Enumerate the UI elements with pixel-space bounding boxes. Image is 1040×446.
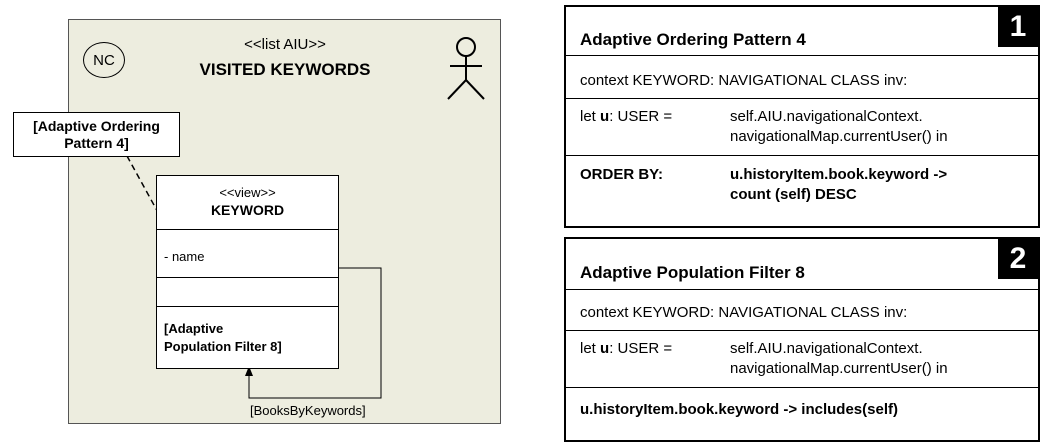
nc-badge: NC [83,42,125,78]
callout-line-1: [Adaptive Ordering [33,117,160,134]
actor-icon [447,37,485,100]
ordering-pattern-panel: Adaptive Ordering Pattern 4 1 context KE… [564,5,1040,228]
context-line: context KEYWORD: NAVIGATIONAL CLASS inv: [580,72,908,89]
population-filter-panel: Adaptive Population Filter 8 2 context K… [564,237,1040,442]
view-name: KEYWORD [210,202,285,218]
order-expression-line-2: count (self) DESC [730,186,857,203]
panel-number-badge: 1 [998,7,1038,47]
panel-header [566,239,1038,290]
aiu-name: VISITED KEYWORDS [199,60,371,79]
divider [566,330,1038,331]
let-label: let u: USER = [580,340,673,357]
books-by-keywords-link [248,267,382,399]
nc-label: NC [93,51,115,69]
let-expression-line-1: self.AIU.navigationalContext. [730,108,923,125]
order-expression-line-1: u.historyItem.book.keyword -> [730,166,948,183]
panel-header [566,7,1038,56]
filter-ref-line-2: Population Filter 8] [164,339,282,354]
panel-number-badge: 2 [998,239,1038,279]
arrowhead-icon [245,366,253,376]
let-expression-line-1: self.AIU.navigationalContext. [730,340,923,357]
context-line: context KEYWORD: NAVIGATIONAL CLASS inv: [580,304,908,321]
filter-expression: u.historyItem.book.keyword -> includes(s… [580,401,898,418]
attribute-name: - name [164,249,205,264]
population-filter-ref: [Adaptive Population Filter 8] [164,320,282,356]
divider [566,387,1038,388]
divider [157,306,338,307]
let-label: let u: USER = [580,108,673,125]
panel-title: Adaptive Population Filter 8 [580,263,805,282]
aiu-stereotype: <<list AIU>> [244,36,326,53]
order-by-label: ORDER BY: [580,166,664,183]
divider [566,98,1038,99]
ordering-pattern-callout: [Adaptive Ordering Pattern 4] [13,112,180,157]
panel-title: Adaptive Ordering Pattern 4 [580,30,806,49]
callout-line-2: Pattern 4] [64,134,129,151]
divider [566,155,1038,156]
books-by-keywords-label: [BooksByKeywords] [250,403,366,418]
let-expression-line-2: navigationalMap.currentUser() in [730,360,948,377]
filter-ref-line-1: [Adaptive [164,321,224,336]
let-expression-line-2: navigationalMap.currentUser() in [730,128,948,145]
keyword-view-class: <<view>> KEYWORD - name [Adaptive Popula… [156,175,339,369]
divider [157,277,338,278]
view-stereotype: <<view>> [219,185,276,200]
divider [157,229,338,230]
callout-link [126,155,161,217]
